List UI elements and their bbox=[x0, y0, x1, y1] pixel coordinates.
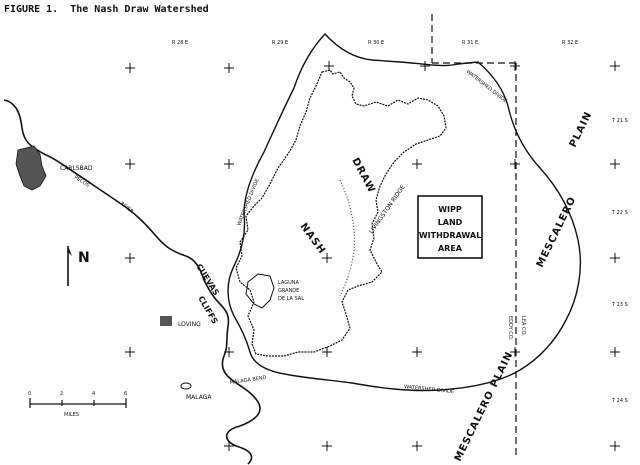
draw-label: DRAW bbox=[349, 156, 377, 195]
plain-label: PLAIN bbox=[568, 110, 595, 149]
malaga-bend-label: MALAGA BEND bbox=[229, 375, 267, 386]
county-line bbox=[431, 14, 517, 458]
cuevas-label: CUEVAS bbox=[194, 262, 221, 297]
laguna-grande-lake bbox=[245, 273, 275, 309]
scale-bar bbox=[29, 398, 127, 408]
wipp-text-line: AREA bbox=[438, 244, 463, 253]
lea-county-label: LEA CO. bbox=[520, 316, 526, 336]
watershed-boundary bbox=[227, 32, 582, 392]
range-label: R 32 E bbox=[562, 40, 578, 46]
scale-unit-label: MILES bbox=[64, 412, 79, 418]
lake-label-2: GRANDE bbox=[278, 288, 299, 294]
north-label: N bbox=[78, 250, 90, 266]
lake-label-1: LAGUNA bbox=[278, 280, 300, 286]
watershed-divide-label: WATERSHED DIVIDE bbox=[465, 69, 508, 105]
nash-label: NASH bbox=[298, 221, 328, 256]
range-label: R 30 E bbox=[368, 40, 384, 46]
township-label: T 21 S bbox=[611, 118, 628, 124]
wipp-text-line: LAND bbox=[438, 218, 463, 227]
north-arrow-icon bbox=[67, 246, 72, 286]
township-label: T 22 S bbox=[611, 210, 628, 216]
wipp-text-line: WITHDRAWAL bbox=[419, 231, 481, 240]
wipp-text-line: WIPP bbox=[438, 205, 462, 214]
range-label: R 28 E bbox=[172, 40, 188, 46]
livingston-ridge-line bbox=[339, 179, 355, 297]
watershed-divide-label: WATERSHED DIVIDE bbox=[404, 384, 455, 395]
township-label: T 24 S bbox=[611, 398, 628, 404]
malaga-label: MALAGA bbox=[186, 394, 212, 401]
plain-label: PLAIN bbox=[489, 350, 516, 389]
lake-label-3: DE LA SAL bbox=[278, 296, 304, 302]
carlsbad-label: CARLSBAD bbox=[60, 165, 93, 172]
loving-town bbox=[160, 316, 172, 326]
wipp-box bbox=[417, 195, 483, 259]
loving-label: LOVING bbox=[178, 321, 201, 328]
malaga-town bbox=[180, 382, 192, 390]
eddy-county-label: EDDY CO. bbox=[507, 316, 513, 340]
scale-tick-label: 4 bbox=[92, 391, 95, 397]
scale-tick-label: 6 bbox=[124, 391, 127, 397]
scale-tick-label: 0 bbox=[28, 391, 31, 397]
mescalero-label: MESCALERO bbox=[453, 389, 497, 463]
range-label: R 29 E bbox=[272, 40, 288, 46]
scale-tick-label: 2 bbox=[60, 391, 63, 397]
figure-title: FIGURE 1. The Nash Draw Watershed bbox=[4, 4, 209, 15]
grid-crosses bbox=[125, 61, 620, 451]
pecos-river bbox=[3, 99, 261, 465]
nash-draw-outline bbox=[235, 69, 447, 357]
mescalero-label: MESCALERO bbox=[535, 195, 579, 269]
carlsbad-town bbox=[15, 145, 47, 191]
range-label: R 31 E bbox=[462, 40, 478, 46]
township-label: T 23 S bbox=[611, 302, 628, 308]
